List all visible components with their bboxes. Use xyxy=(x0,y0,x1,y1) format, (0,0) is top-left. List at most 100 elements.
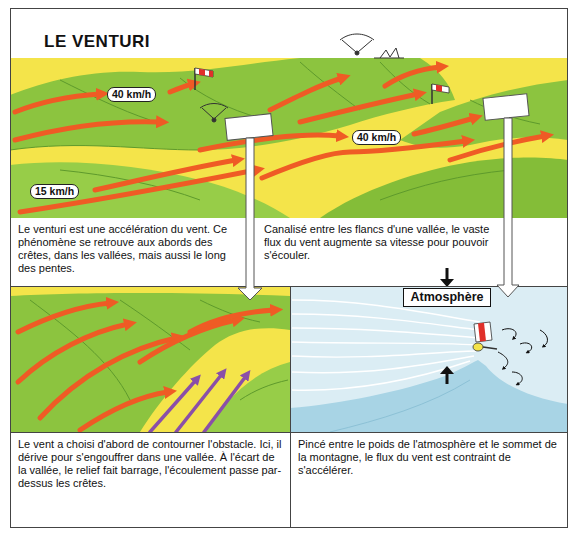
obstacle-landscape-part xyxy=(18,303,274,430)
atmosphere-section-part-part xyxy=(292,351,476,357)
valley-landscape-part xyxy=(10,62,540,200)
atmosphere-section-part-part xyxy=(292,342,478,345)
obstacle-landscape-part-part xyxy=(204,376,246,432)
pilot xyxy=(473,322,497,351)
valley-landscape-part xyxy=(10,58,568,218)
windsock-part xyxy=(209,70,213,77)
obstacle-landscape-part xyxy=(150,374,246,432)
paraglider xyxy=(340,34,404,58)
atmosphere-section-part xyxy=(290,360,568,432)
speed-label: 15 km/h xyxy=(30,184,79,199)
valley-landscape-part xyxy=(320,158,568,218)
frame-part xyxy=(290,286,291,528)
pilot-part xyxy=(478,323,486,342)
atmosphere-section-part xyxy=(290,286,568,432)
atmosphere-box: Atmosphère xyxy=(403,288,492,307)
paraglider-part xyxy=(215,108,226,118)
atmosphere-section xyxy=(290,286,568,432)
valley-landscape-part-part xyxy=(200,135,340,150)
pressure-arrow xyxy=(440,268,454,384)
obstacle-landscape-part-part xyxy=(176,374,222,432)
obstacle-landscape-part-part xyxy=(18,324,128,382)
valley-landscape-part-part xyxy=(262,141,466,178)
paraglider-part xyxy=(355,51,359,55)
paraglider-part xyxy=(374,58,404,59)
obstacle-landscape-part-part xyxy=(150,380,196,432)
valley-landscape-part-part xyxy=(15,94,100,112)
box-label: Atmosphère xyxy=(411,290,484,304)
frame-part xyxy=(10,432,568,433)
caption-panel: Le venturi est une accélération du vent.… xyxy=(18,223,240,275)
valley-landscape xyxy=(10,58,568,218)
caption-text: Le venturi est une accélération du vent.… xyxy=(18,223,240,275)
turbulence-part xyxy=(502,329,516,338)
obstacle-landscape-part-part xyxy=(18,303,110,332)
speed-label: 40 km/h xyxy=(107,87,156,102)
valley-landscape-part-part xyxy=(15,122,160,140)
obstacle-landscape-part xyxy=(205,362,290,432)
frame xyxy=(10,9,568,529)
frame-part xyxy=(11,9,568,528)
windsock xyxy=(195,68,449,104)
paraglider-part xyxy=(358,40,372,52)
atmosphere-section-part xyxy=(292,300,480,390)
obstacle-landscape-part-part xyxy=(190,310,274,332)
windsock-part xyxy=(195,68,213,77)
obstacle-landscape-part-part xyxy=(240,380,288,400)
paraglider-part xyxy=(340,34,374,40)
diagram-title: LE VENTURI xyxy=(44,32,150,52)
caption-panel: Le vent a choisi d'abord de contourner l… xyxy=(18,438,282,490)
valley-landscape-part xyxy=(10,58,455,150)
obstacle-landscape xyxy=(10,286,290,432)
pointer-arrow-part xyxy=(238,138,262,300)
speed-label: 40 km/h xyxy=(352,130,401,145)
signpost-part xyxy=(483,94,529,120)
turbulence-part xyxy=(540,330,547,346)
caption-panel: Canalisé entre les flancs d'une vallée, … xyxy=(264,223,492,262)
obstacle-landscape-part xyxy=(10,286,290,432)
paraglider-part xyxy=(342,40,356,52)
atmosphere-section-part-part xyxy=(292,328,480,338)
paraglider-part xyxy=(200,104,228,109)
valley-landscape-part xyxy=(15,67,545,212)
paraglider-part xyxy=(212,118,216,122)
valley-landscape-part-part xyxy=(300,62,360,110)
caption-text: Canalisé entre les flancs d'une vallée, … xyxy=(264,223,492,262)
signpost-part xyxy=(225,114,273,141)
paraglider-part xyxy=(380,48,399,58)
valley-landscape-part-part xyxy=(450,136,545,160)
turbulence-part xyxy=(520,343,532,352)
frame-part xyxy=(10,286,568,287)
windsock-part xyxy=(432,84,449,93)
valley-landscape-part-part xyxy=(385,67,440,86)
obstacle-landscape-part xyxy=(30,300,288,400)
atmosphere-section-part-part xyxy=(292,361,470,390)
pressure-arrow-part xyxy=(440,279,454,287)
valley-landscape-part-part xyxy=(10,146,200,150)
pilot-part xyxy=(483,347,497,349)
turbulence xyxy=(498,329,547,384)
caption-text: Le vent a choisi d'abord de contourner l… xyxy=(18,438,282,490)
obstacle-landscape-part-part xyxy=(140,320,236,362)
pilot-part xyxy=(473,343,483,351)
paraglider xyxy=(200,104,228,123)
caption-panel: Pincé entre le poids de l'atmosphère et … xyxy=(298,438,560,477)
turbulence-part xyxy=(498,352,508,368)
valley-landscape-part-part xyxy=(270,78,342,110)
pilot-part xyxy=(474,322,492,342)
valley-landscape-part-part xyxy=(414,118,474,134)
turbulence-part xyxy=(512,372,522,384)
valley-landscape-part-part xyxy=(300,94,418,122)
windsock-part xyxy=(199,69,205,76)
valley-landscape-part-part xyxy=(20,170,256,212)
windsock-part xyxy=(436,85,442,92)
caption-text: Pincé entre le poids de l'atmosphère et … xyxy=(298,438,560,477)
pointer-arrow-part xyxy=(497,118,519,297)
valley-landscape-part-part xyxy=(170,84,192,92)
valley-landscape-part-part xyxy=(380,170,510,200)
pointer-arrow xyxy=(238,118,519,300)
paraglider-part xyxy=(202,108,213,118)
pressure-arrow-part xyxy=(440,366,454,374)
obstacle-landscape-part xyxy=(10,293,290,432)
